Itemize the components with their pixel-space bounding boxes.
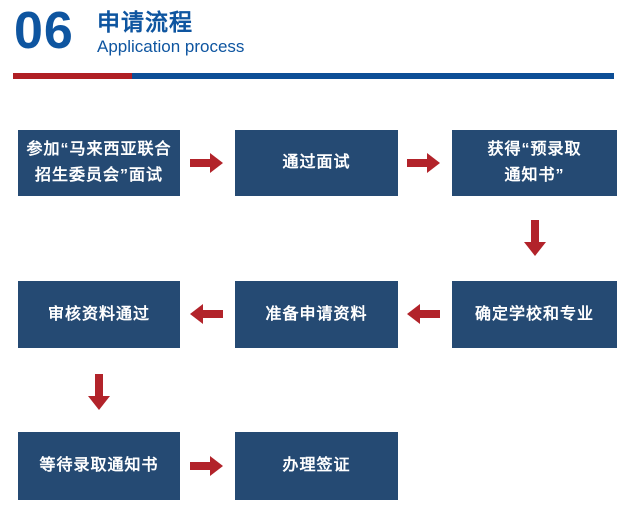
section-number: 06 bbox=[14, 2, 74, 60]
flow-step-label: 等待录取通知书 bbox=[39, 457, 159, 474]
flow-step-label: 准备申请资料 bbox=[265, 305, 368, 323]
flow-step-label: 获得“预录取 bbox=[487, 141, 582, 158]
arrow-right-icon bbox=[190, 153, 223, 173]
flow-step-7: 等待录取通知书 bbox=[18, 432, 180, 500]
flow-step-label: 通过面试 bbox=[282, 154, 351, 171]
flow-step-label: 审核资料通过 bbox=[47, 305, 150, 323]
flow-step-2: 通过面试 bbox=[235, 130, 398, 196]
page-title: 申请流程 bbox=[97, 9, 193, 35]
flow-step-6: 审核资料通过 bbox=[18, 281, 180, 348]
flow-step-label: 确定学校和专业 bbox=[474, 305, 594, 323]
divider-red-segment bbox=[13, 73, 132, 79]
flow-step-label: 招生委员会”面试 bbox=[34, 167, 163, 184]
divider-blue-segment bbox=[132, 73, 614, 79]
arrow-right-icon bbox=[190, 456, 223, 476]
flow-step-label: 参加“马来西亚联合 bbox=[26, 141, 172, 158]
flow-step-label: 办理签证 bbox=[282, 457, 351, 474]
arrow-left-icon bbox=[407, 304, 440, 324]
flow-step-5: 准备申请资料 bbox=[235, 281, 398, 348]
arrow-down-icon bbox=[524, 220, 546, 256]
arrow-right-icon bbox=[407, 153, 440, 173]
arrow-down-icon bbox=[88, 374, 110, 410]
flow-step-1: 参加“马来西亚联合 招生委员会”面试 bbox=[18, 130, 180, 196]
flow-step-4: 确定学校和专业 bbox=[452, 281, 617, 348]
flow-step-3: 获得“预录取 通知书” bbox=[452, 130, 617, 196]
arrow-left-icon bbox=[190, 304, 223, 324]
page-subtitle: Application process bbox=[97, 37, 245, 56]
flow-step-label: 通知书” bbox=[504, 167, 565, 184]
flow-step-8: 办理签证 bbox=[235, 432, 398, 500]
